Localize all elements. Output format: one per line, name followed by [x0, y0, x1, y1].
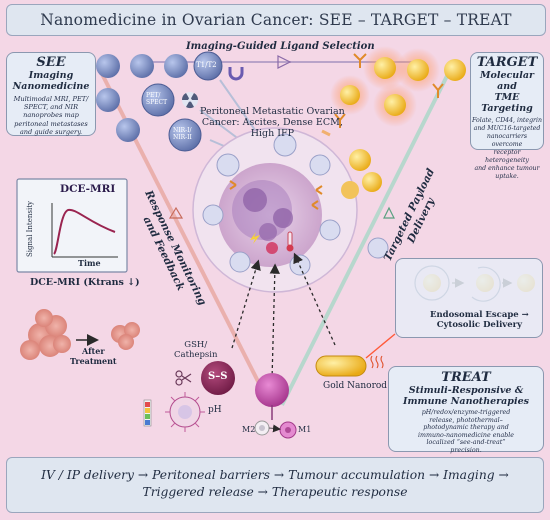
gold-nanorod-label: Gold Nanorod [323, 381, 388, 391]
m1-label: M1 [298, 425, 312, 434]
bottom-line-1: IV / IP delivery → Peritoneal barriers →… [41, 468, 509, 482]
gold-nanoparticle [362, 172, 382, 192]
targeted-cell [367, 237, 389, 259]
imaging-arrow-head [277, 55, 292, 69]
treat-panel: TREAT Stimuli-Responsive & Immune Nanoth… [388, 366, 544, 454]
bottom-banner: IV / IP delivery → Peritoneal barriers →… [6, 457, 544, 513]
magnet-icon [228, 67, 244, 81]
response-arrow-head [168, 206, 184, 219]
treat-heading: TREAT [441, 370, 491, 385]
probe-cluster [96, 51, 256, 156]
ss-nanoparticle [201, 361, 235, 395]
v-arm-right [280, 69, 452, 406]
payload-arrow-head [383, 206, 395, 219]
ph-micelle [165, 392, 205, 432]
treat-subheading-1: Stimuli-Responsive & [408, 385, 524, 396]
dashed-arrow-gold [293, 252, 336, 346]
treat-subheading-2: Immune Nanotherapies [403, 396, 529, 407]
dce-chart-title: DCE-MRI [60, 183, 116, 195]
tumour-microenvironment [192, 127, 358, 293]
ph-strip-icon [143, 399, 152, 427]
probe-nir [168, 118, 202, 152]
m2-label: M2 [242, 425, 256, 434]
target-heading: TARGET [476, 55, 538, 70]
macrophage [255, 373, 289, 407]
gold-nanoparticle [384, 94, 406, 116]
probe-sphere [116, 118, 140, 142]
tumour-cells-before [20, 309, 71, 360]
bottom-line-2: Triggered release → Therapeutic response [142, 485, 408, 499]
target-subheading-2: TME Targeting [481, 92, 533, 114]
gold-nanoparticle [444, 59, 466, 81]
dce-ylabel: Signal Intensity [26, 201, 34, 257]
title-bar: Nanomedicine in Ovarian Cancer: SEE – TA… [6, 4, 546, 36]
target-panel: TARGET Molecular and TME Targeting Folat… [470, 52, 544, 180]
dce-mri-chart [16, 178, 128, 273]
ss-label: S–S [208, 371, 228, 382]
scissors-icon [175, 370, 192, 386]
target-subheading-1: Molecular and [480, 70, 534, 92]
probe-t1t2 [193, 51, 223, 81]
gold-nanoparticle [349, 149, 371, 171]
endosomal-panel [395, 258, 543, 338]
see-heading: SEE [36, 55, 66, 70]
ph-label: pH [208, 405, 222, 415]
see-subheading-1: Imaging [28, 70, 74, 81]
probe-sphere [164, 54, 188, 78]
dce-caption: DCE-MRI (Ktrans ↓) [30, 277, 140, 288]
gold-nanoparticle [374, 57, 396, 79]
targeted-cell [341, 181, 359, 199]
probe-sphere [130, 54, 154, 78]
imaging-arrow-label: Imaging-Guided Ligand Selection [186, 41, 375, 52]
dashed-arrow-mac [269, 263, 280, 381]
dashed-arrow-gsh [231, 259, 261, 349]
dce-xlabel: Time [78, 258, 101, 268]
gold-nanorod [315, 333, 396, 377]
gsh-label: GSH/Cathepsin [174, 340, 218, 360]
radiation-icon [181, 92, 199, 109]
gold-nanoparticle [340, 85, 360, 105]
gold-nanoparticle [407, 59, 429, 81]
tumour-cells-after [111, 322, 140, 350]
probe-sphere [96, 88, 120, 112]
see-subheading-2: Nanomedicine [12, 81, 90, 92]
probe-label-pet: PET/ SPECT [146, 92, 168, 106]
dce-curve [53, 208, 116, 255]
probe-pet [141, 83, 175, 117]
probe-label-nir: NIR-I/ NIR-II [173, 127, 192, 141]
targeting-cluster [321, 46, 466, 192]
endosomal-label: Endosomal Escape →Cytosolic Delivery [430, 310, 529, 330]
page-title: Nanomedicine in Ovarian Cancer: SEE – TA… [40, 11, 512, 29]
see-panel: SEE Imaging Nanomedicine Multimodal MRI,… [6, 52, 96, 136]
probe-label-t1t2: T1/T2 [196, 61, 217, 69]
probe-sphere [96, 54, 120, 78]
